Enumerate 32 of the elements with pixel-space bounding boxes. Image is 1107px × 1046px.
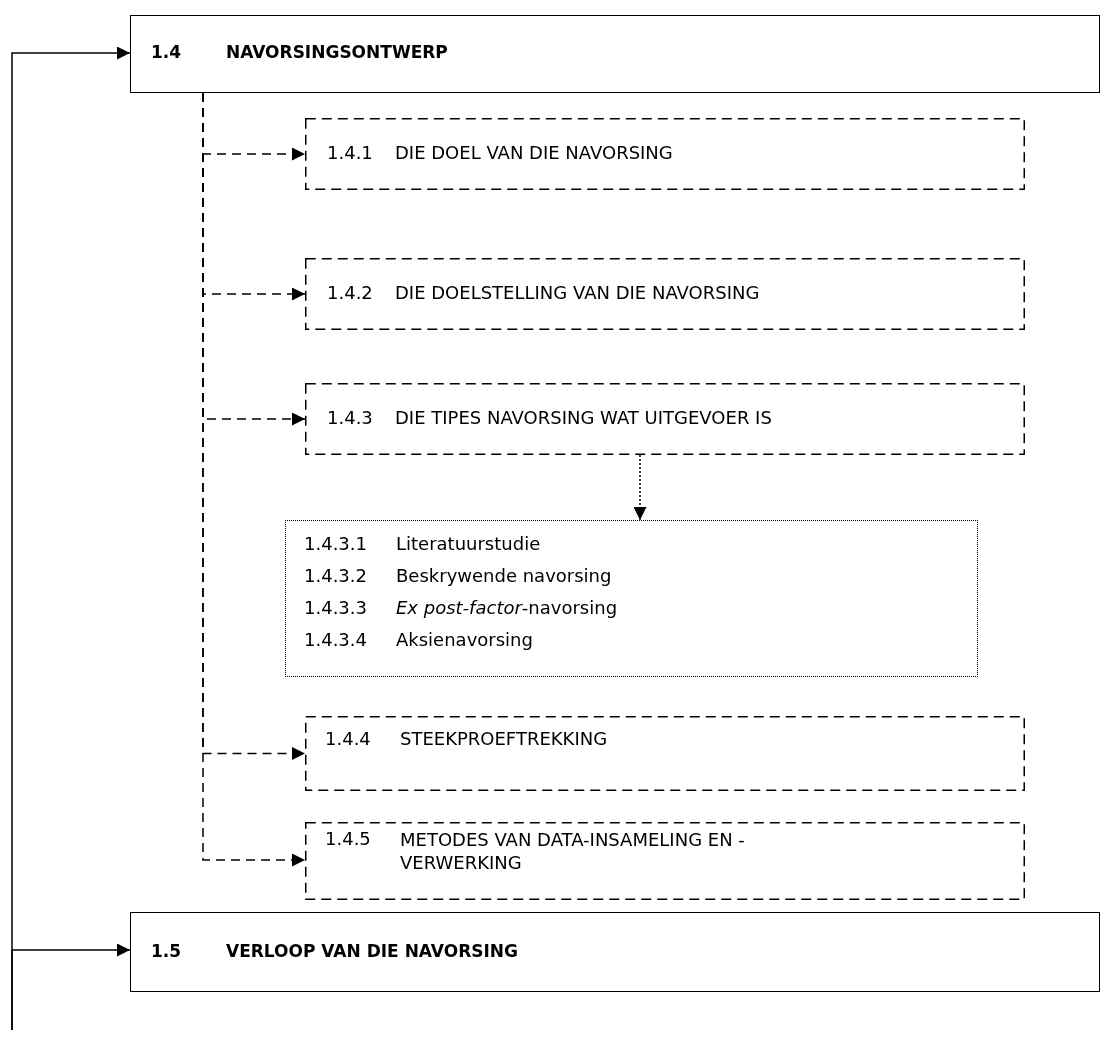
arrow [11,943,131,1031]
list-item: Beskrywende navorsing [396,565,612,586]
section-box [305,383,1025,455]
list-item: Literatuurstudie [396,533,541,554]
section-number: 1.4.1 [327,142,373,163]
section-title: NAVORSINGSONTWERP [226,42,448,62]
section-box [305,258,1025,330]
list-item-number: 1.4.3.4 [304,629,367,650]
section-number: 1.5 [151,941,182,961]
section-title: METODES VAN DATA-INSAMELING EN -VERWERKING [400,828,746,875]
section-title: DIE DOEL VAN DIE NAVORSING [395,142,673,163]
section-number: 1.4 [151,42,182,62]
dashed-arrow [633,454,647,521]
section-title: VERLOOP VAN DIE NAVORSING [226,941,519,961]
section-number: 1.4.4 [325,728,371,749]
list-item: Aksienavorsing [396,629,533,650]
section-box [130,15,1100,93]
section-box [305,822,1025,900]
section-title: DIE DOELSTELLING VAN DIE NAVORSING [395,282,760,303]
section-number: 1.4.2 [327,282,373,303]
section-box [305,716,1025,791]
list-item-number: 1.4.3.3 [304,597,367,618]
section-number: 1.4.3 [327,407,373,428]
section-title: STEEKPROEFTREKKING [400,728,608,749]
section-title: DIE TIPES NAVORSING WAT UITGEVOER IS [395,407,772,428]
section-box [305,118,1025,190]
list-item: Ex post-factor-navorsing [396,597,618,618]
subsection-list-box [285,520,978,677]
list-item-number: 1.4.3.1 [304,533,367,554]
section-number: 1.4.5 [325,828,371,849]
section-box [130,912,1100,992]
list-item-number: 1.4.3.2 [304,565,367,586]
